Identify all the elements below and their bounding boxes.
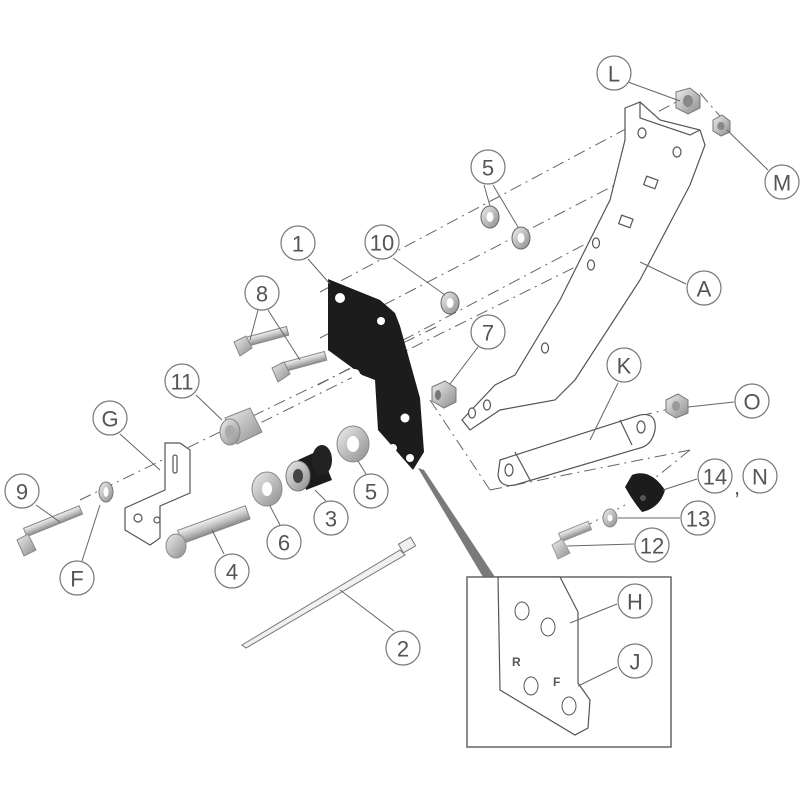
svg-text:14: 14 <box>703 465 727 490</box>
button-head-bolt-4 <box>165 505 251 559</box>
svg-text:12: 12 <box>640 534 664 559</box>
callout-M[interactable]: M <box>764 164 800 200</box>
washer-10 <box>440 291 460 315</box>
callout-5-lower[interactable]: 5 <box>353 473 389 509</box>
callout-12[interactable]: 12 <box>634 527 670 563</box>
callout-A[interactable]: A <box>686 270 722 306</box>
callout-8[interactable]: 8 <box>244 275 280 311</box>
detail-leader-wedge <box>418 468 495 577</box>
bolts-8 <box>233 325 328 383</box>
callout-7[interactable]: 7 <box>470 314 506 350</box>
svg-text:13: 13 <box>686 507 710 532</box>
svg-text:4: 4 <box>226 560 238 585</box>
detail-mark-F: F <box>553 675 560 689</box>
callout-3[interactable]: 3 <box>313 500 349 536</box>
callout-O[interactable]: O <box>734 383 770 419</box>
callout-1[interactable]: 1 <box>280 225 316 261</box>
nut-7 <box>431 380 457 409</box>
callout-separator-comma: , <box>734 475 740 500</box>
callouts: L M 5 A 1 10 8 7 K O 11 G 14 N 9 5 3 13 … <box>4 55 800 679</box>
svg-text:G: G <box>101 407 118 432</box>
callout-H[interactable]: H <box>617 583 653 619</box>
spacer-11 <box>219 407 263 446</box>
bolt-9 <box>16 505 84 557</box>
callout-2[interactable]: 2 <box>385 630 421 666</box>
link-arm-K <box>497 413 656 487</box>
callout-10[interactable]: 10 <box>364 224 400 260</box>
svg-text:K: K <box>617 354 632 379</box>
svg-text:11: 11 <box>171 370 194 395</box>
svg-text:F: F <box>70 567 83 592</box>
svg-text:5: 5 <box>365 480 377 505</box>
svg-text:L: L <box>608 62 620 87</box>
callout-11[interactable]: 11 <box>164 363 200 399</box>
callout-N[interactable]: N <box>742 458 778 494</box>
callout-L[interactable]: L <box>596 55 632 91</box>
washer-6 <box>251 471 283 507</box>
washers-5-upper <box>480 205 531 250</box>
svg-text:7: 7 <box>482 321 494 346</box>
black-bracket-1[interactable] <box>328 279 424 470</box>
leader-lines <box>35 81 769 687</box>
svg-text:A: A <box>697 277 712 302</box>
callout-6[interactable]: 6 <box>266 524 302 560</box>
callout-K[interactable]: K <box>606 347 642 383</box>
svg-text:8: 8 <box>256 282 268 307</box>
svg-text:9: 9 <box>16 480 28 505</box>
svg-text:5: 5 <box>482 156 494 181</box>
washer-13 <box>602 508 618 528</box>
angle-bracket-G <box>124 442 191 546</box>
nut-O <box>665 393 689 419</box>
svg-text:6: 6 <box>278 531 290 556</box>
svg-text:10: 10 <box>370 231 394 256</box>
rubber-bumper-14 <box>625 473 665 512</box>
svg-text:H: H <box>627 590 643 615</box>
svg-text:O: O <box>743 390 760 415</box>
svg-text:J: J <box>630 650 641 675</box>
cable-tie-2 <box>241 536 417 649</box>
nut-M <box>712 114 731 137</box>
callout-5-upper[interactable]: 5 <box>470 149 506 185</box>
svg-text:3: 3 <box>325 507 337 532</box>
detail-mark-R: R <box>512 655 521 669</box>
callout-4[interactable]: 4 <box>214 553 250 589</box>
callout-13[interactable]: 13 <box>680 500 716 536</box>
washer-5-lower <box>336 425 370 463</box>
callout-G[interactable]: G <box>92 400 128 436</box>
callout-J[interactable]: J <box>617 643 653 679</box>
svg-text:1: 1 <box>292 232 304 257</box>
callout-9[interactable]: 9 <box>4 473 40 509</box>
callout-F[interactable]: F <box>59 560 95 596</box>
svg-text:N: N <box>752 465 768 490</box>
washer-F <box>98 481 114 503</box>
grommet-3 <box>285 445 332 492</box>
svg-text:2: 2 <box>397 637 409 662</box>
main-bracket-A <box>461 101 706 431</box>
svg-text:M: M <box>773 171 791 196</box>
bolt-12 <box>551 520 593 560</box>
callout-14[interactable]: 14 <box>697 458 733 494</box>
nut-L <box>675 87 701 115</box>
